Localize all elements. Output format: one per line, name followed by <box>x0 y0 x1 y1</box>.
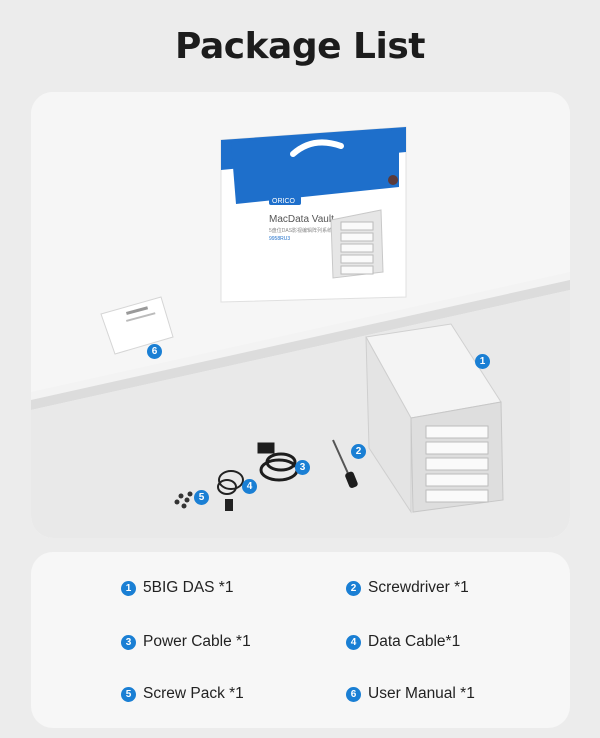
list-item: 5 Screw Pack *1 <box>121 685 244 703</box>
data-cable <box>217 470 244 511</box>
list-item: 6 User Manual *1 <box>346 685 475 703</box>
package-list: 1 5BIG DAS *1 2 Screwdriver *1 3 Power C… <box>31 552 570 728</box>
callout-3: 3 <box>295 460 310 475</box>
list-item: 4 Data Cable*1 <box>346 633 460 651</box>
callout-6: 6 <box>147 344 162 359</box>
user-manual <box>100 296 174 355</box>
item-number-badge: 2 <box>346 580 361 596</box>
item-number-badge: 6 <box>346 686 361 702</box>
list-item: 1 5BIG DAS *1 <box>121 579 233 597</box>
item-number-badge: 4 <box>346 634 361 650</box>
product-photo: ORICO MacData Vault 5盘位DAS影视编辑阵列系统 9958R… <box>31 92 570 538</box>
item-label: Screw Pack *1 <box>143 685 244 702</box>
product-scene: ORICO MacData Vault 5盘位DAS影视编辑阵列系统 9958R… <box>31 92 570 538</box>
item-number-badge: 1 <box>121 580 136 596</box>
retail-box: ORICO MacData Vault 5盘位DAS影视编辑阵列系统 9958R… <box>220 126 407 303</box>
callout-5: 5 <box>194 490 209 505</box>
list-item: 3 Power Cable *1 <box>121 633 251 651</box>
item-label: 5BIG DAS *1 <box>143 579 234 596</box>
item-label: Data Cable*1 <box>368 633 461 650</box>
screw-pack <box>174 491 193 509</box>
box-brand: ORICO <box>272 198 296 205</box>
item-label: Power Cable *1 <box>143 633 251 650</box>
das-enclosure <box>365 323 504 514</box>
box-product: MacData Vault <box>269 214 334 225</box>
box-subtitle: 5盘位DAS影视编辑阵列系统 <box>269 227 332 234</box>
item-label: User Manual *1 <box>368 685 475 702</box>
screwdriver <box>332 439 358 489</box>
item-number-badge: 3 <box>121 634 136 650</box>
callout-2: 2 <box>351 444 366 459</box>
callout-4: 4 <box>242 479 257 494</box>
callout-1: 1 <box>475 354 490 369</box>
item-number-badge: 5 <box>121 686 136 702</box>
list-item: 2 Screwdriver *1 <box>346 579 469 597</box>
page-title: Package List <box>175 26 425 67</box>
item-label: Screwdriver *1 <box>368 579 469 596</box>
box-model: 9958RU3 <box>269 236 290 242</box>
